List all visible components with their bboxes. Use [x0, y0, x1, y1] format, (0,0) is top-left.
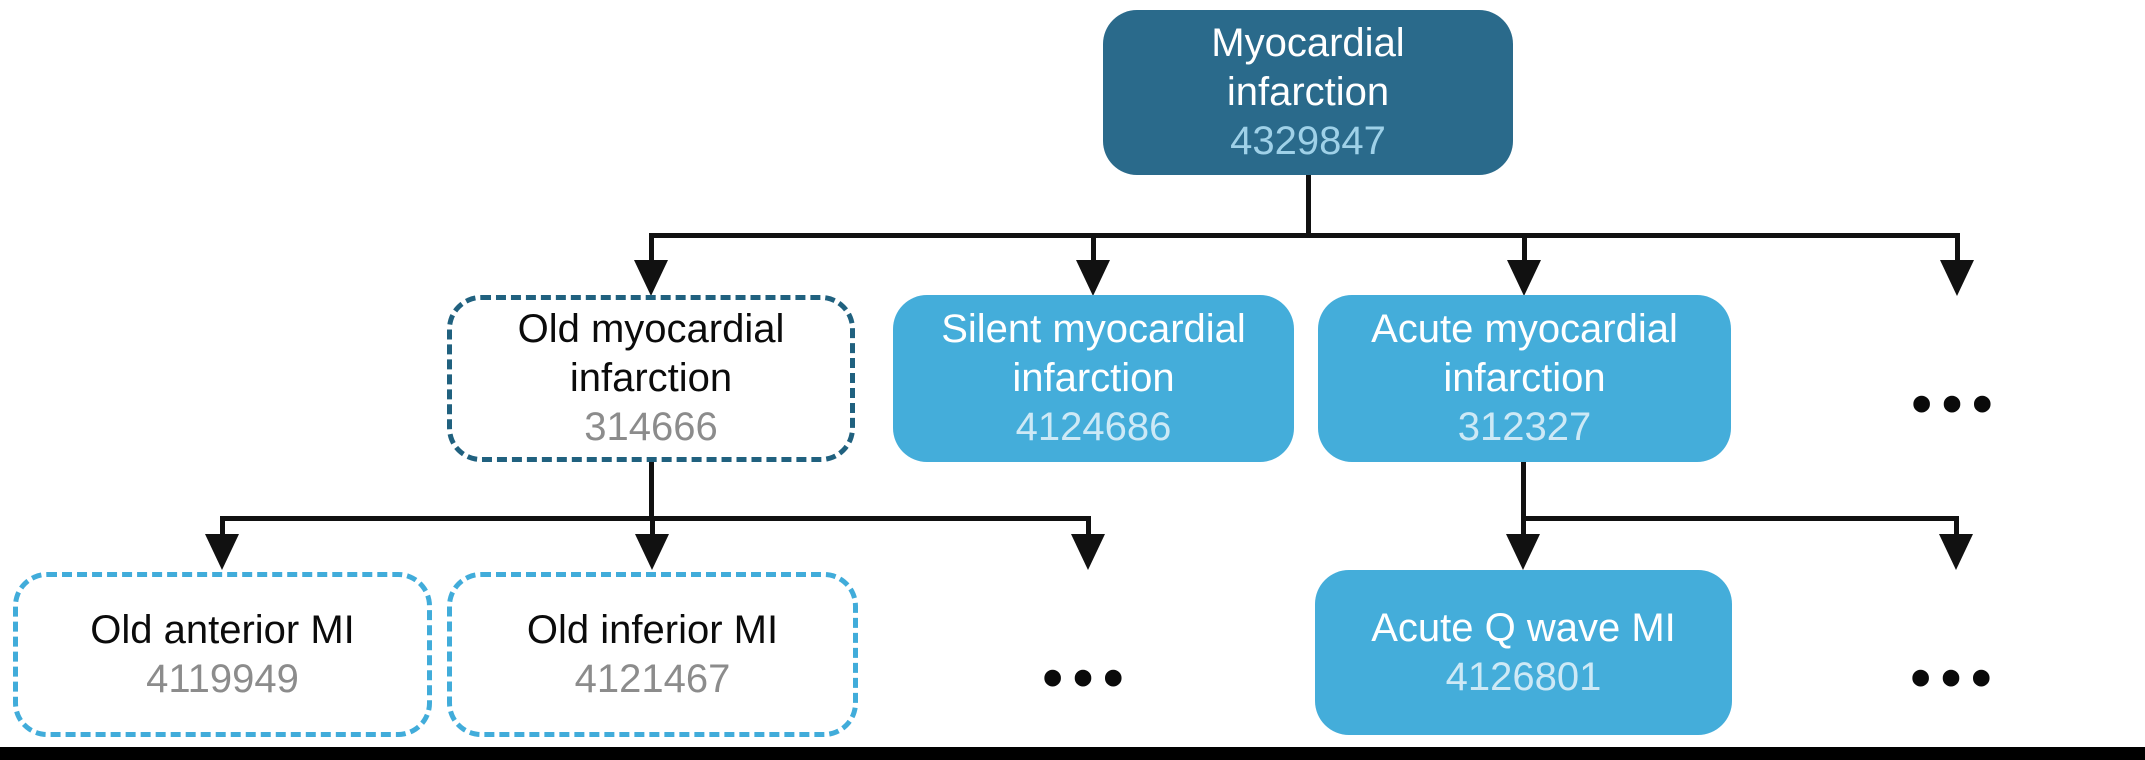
- connector-stem: [1086, 519, 1091, 536]
- node-acute-q-wave-mi: Acute Q wave MI 4126801: [1315, 570, 1732, 735]
- arrow-down-icon: [1076, 260, 1110, 296]
- bottom-border-bar: [0, 747, 2145, 760]
- arrow-down-icon: [1071, 534, 1105, 570]
- connector-acute-children-rail: [1521, 516, 1959, 521]
- node-label: Old inferior MI: [526, 607, 779, 652]
- arrow-down-icon: [1939, 534, 1973, 570]
- arrow-down-icon: [1506, 534, 1540, 570]
- connector-stem: [1954, 519, 1959, 536]
- node-concept-id: 312327: [1457, 404, 1592, 449]
- connector-root-stem: [1306, 175, 1311, 237]
- connector-stem: [650, 519, 655, 536]
- node-silent-myocardial-infarction: Silent myocardial infarction 4124686: [893, 295, 1294, 462]
- ellipsis-more-nodes: •••: [1910, 645, 2002, 711]
- arrow-down-icon: [1507, 260, 1541, 296]
- node-old-anterior-mi: Old anterior MI 4119949: [13, 572, 432, 737]
- node-label: Myocardial infarction: [1211, 21, 1405, 115]
- node-myocardial-infarction: Myocardial infarction 4329847: [1103, 10, 1513, 175]
- node-concept-id: 314666: [584, 404, 718, 449]
- connector-stem: [220, 519, 225, 536]
- connector-acute-mi-stem: [1521, 462, 1526, 520]
- connector-stem: [1521, 519, 1526, 536]
- arrow-down-icon: [634, 260, 668, 296]
- connector-stem: [649, 236, 654, 262]
- node-old-myocardial-infarction: Old myocardial infarction 314666: [447, 295, 855, 462]
- connector-level2-rail: [649, 233, 1960, 238]
- node-concept-id: 4329847: [1230, 118, 1386, 163]
- node-label: Old anterior MI: [90, 607, 355, 652]
- ellipsis-more-nodes: •••: [1911, 371, 2003, 437]
- node-label: Old myocardial infarction: [517, 307, 785, 401]
- ellipsis-more-nodes: •••: [1042, 645, 1134, 711]
- connector-stem: [1522, 236, 1527, 262]
- node-acute-myocardial-infarction: Acute myocardial infarction 312327: [1318, 295, 1731, 462]
- node-concept-id: 4126801: [1445, 654, 1602, 699]
- connector-old-mi-stem: [649, 462, 654, 520]
- arrow-down-icon: [205, 534, 239, 570]
- node-label: Silent myocardial infarction: [941, 307, 1246, 401]
- node-concept-id: 4121467: [574, 656, 731, 701]
- arrow-down-icon: [1940, 260, 1974, 296]
- connector-old-children-rail: [220, 516, 1091, 521]
- arrow-down-icon: [635, 534, 669, 570]
- node-concept-id: 4124686: [1015, 404, 1172, 449]
- node-concept-id: 4119949: [146, 656, 299, 701]
- connector-stem: [1091, 236, 1096, 262]
- node-old-inferior-mi: Old inferior MI 4121467: [447, 572, 858, 737]
- node-label: Acute myocardial infarction: [1371, 307, 1678, 401]
- node-label: Acute Q wave MI: [1371, 605, 1676, 650]
- connector-stem: [1955, 236, 1960, 262]
